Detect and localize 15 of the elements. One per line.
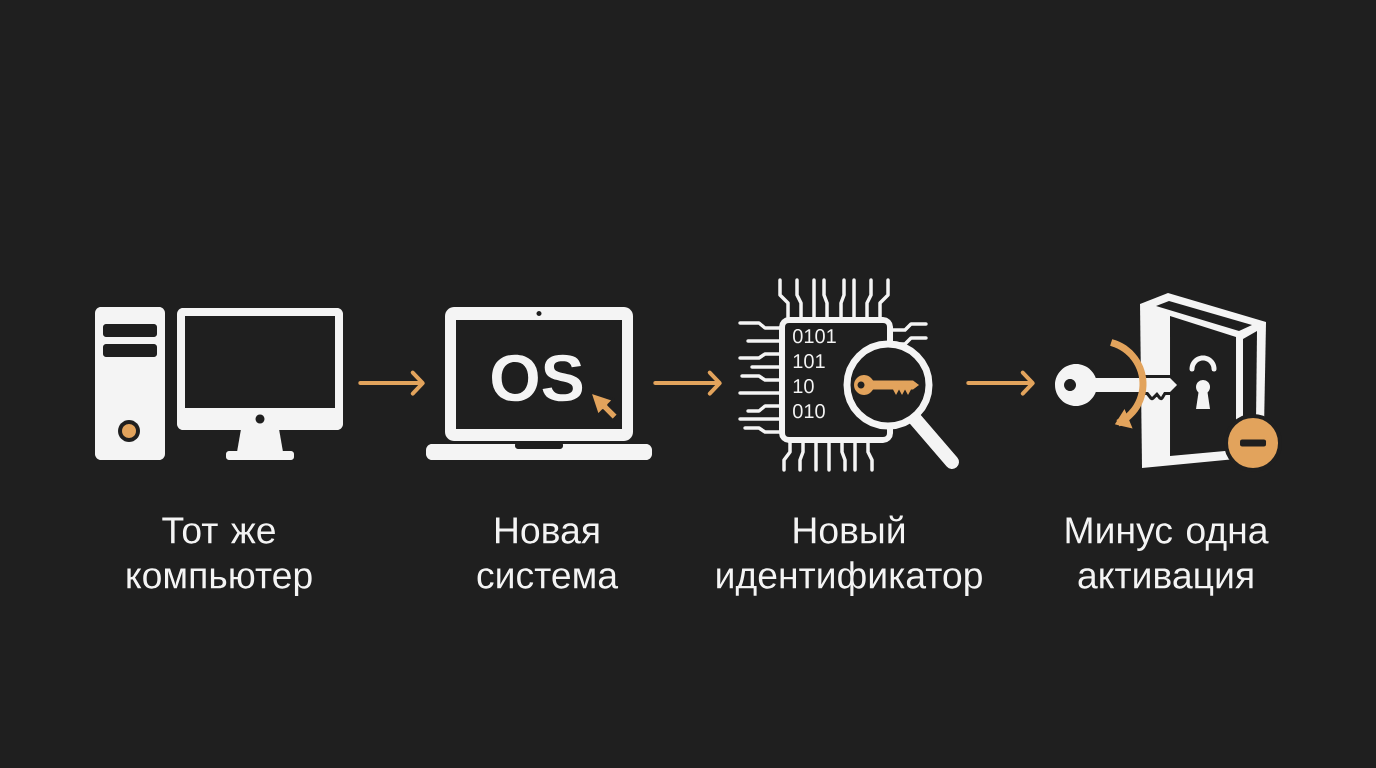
node-label: Новая система [477,517,619,589]
screen-text: OS [492,354,583,402]
node-label: Новый идентификатор [717,515,982,596]
node-label: Минус одна активация [1066,517,1269,596]
binary-digits: 10 [793,379,814,394]
binary-digits: 101 [793,354,825,369]
laptop-icon [426,307,652,460]
binary-digits: 010 [793,404,825,419]
arrow [966,370,1035,396]
arrow [653,370,722,396]
node-label: Тот же компьютер [127,517,312,596]
binary-digits: 0101 [793,329,836,344]
chip-magnifier-icon [738,278,959,472]
arrow [358,370,425,396]
computer-icon [95,307,343,460]
